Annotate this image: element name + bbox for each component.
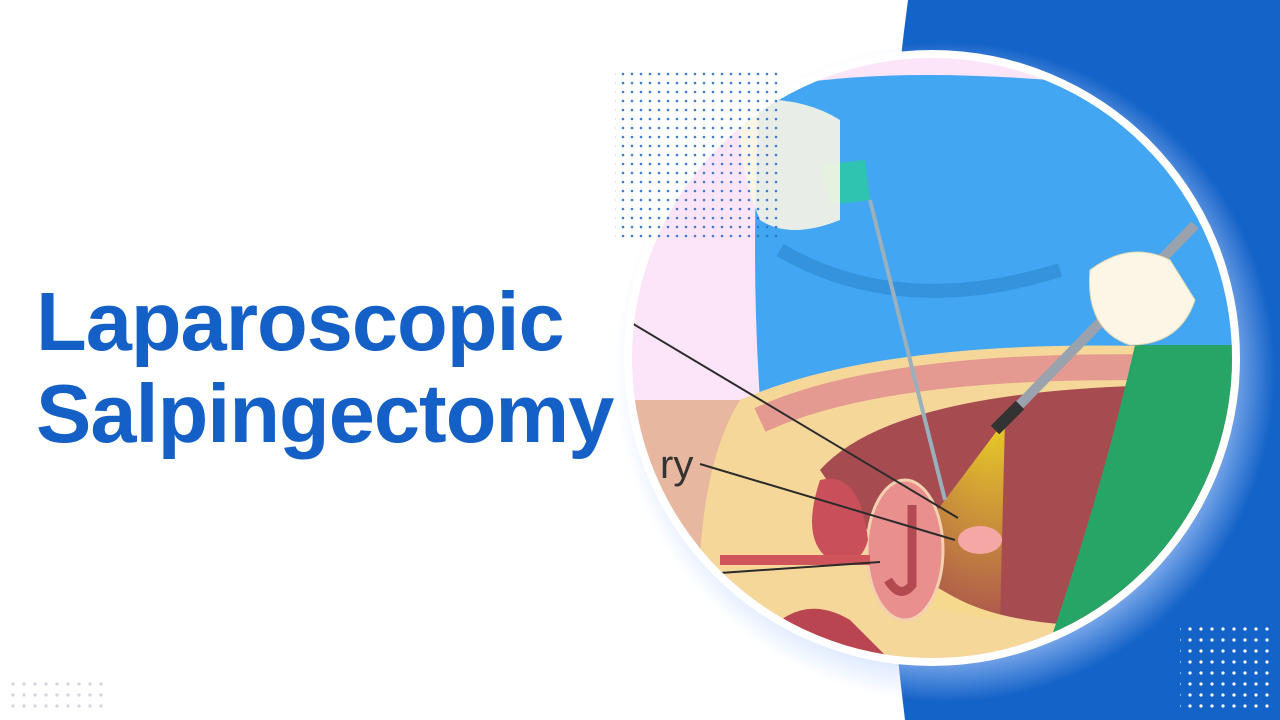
title-line-1: Laparoscopic <box>36 275 565 368</box>
grasper <box>868 199 947 501</box>
dot-grid-top <box>615 68 780 243</box>
dot-grid-bottom-left <box>8 678 108 714</box>
dot-grid-bottom-right <box>1180 620 1270 715</box>
title-line-2: Salpingectomy <box>36 367 614 460</box>
ovary <box>958 526 1002 554</box>
bladder <box>812 478 868 563</box>
uterus <box>865 478 945 622</box>
partial-label: ry <box>660 443 693 487</box>
slide-title: Laparoscopic Salpingectomy <box>36 275 614 460</box>
glove-right <box>1089 251 1196 346</box>
